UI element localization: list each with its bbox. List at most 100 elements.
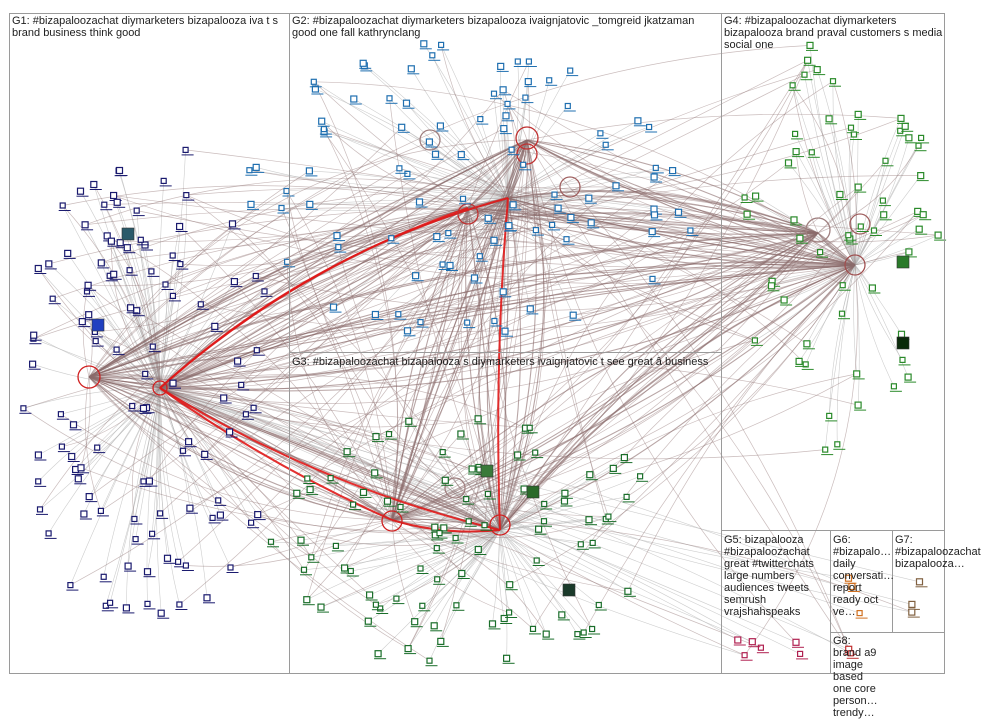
node: [434, 576, 441, 583]
node: [567, 67, 574, 74]
edge: [159, 387, 797, 643]
edge: [132, 197, 509, 407]
edge: [499, 232, 819, 531]
edge: [507, 176, 655, 199]
node: [185, 438, 193, 446]
node: [101, 201, 108, 208]
edge: [94, 139, 528, 333]
node: [126, 267, 133, 274]
node: [35, 478, 42, 485]
node: [182, 146, 189, 153]
node: [844, 574, 853, 582]
edge: [159, 387, 851, 654]
edge: [391, 433, 462, 521]
edge: [33, 245, 856, 340]
edge: [159, 139, 528, 389]
node: [388, 235, 395, 242]
node: [477, 115, 484, 123]
edge: [88, 139, 528, 378]
edge: [499, 264, 856, 531]
edge: [467, 207, 819, 235]
node: [226, 428, 234, 436]
edge: [303, 139, 528, 571]
edge: [854, 251, 909, 266]
edge: [33, 207, 819, 340]
node: [359, 59, 367, 67]
edge: [467, 118, 902, 209]
edge: [772, 264, 856, 282]
edge: [805, 264, 856, 365]
edge: [249, 169, 509, 199]
edge: [391, 264, 856, 521]
node: [420, 40, 428, 48]
edge: [499, 197, 509, 531]
edge: [467, 207, 856, 269]
node: [304, 475, 311, 482]
edge: [159, 387, 912, 613]
node: [163, 554, 172, 562]
node: [574, 630, 581, 638]
self-loop: [805, 217, 831, 243]
node: [829, 78, 837, 85]
edge: [159, 207, 469, 389]
edge: [159, 185, 617, 389]
edge: [88, 139, 528, 378]
edge: [854, 160, 886, 266]
node: [216, 511, 224, 519]
edge: [94, 331, 501, 531]
node: [116, 239, 124, 247]
edge: [88, 236, 437, 378]
node: [144, 600, 151, 608]
node: [564, 102, 571, 110]
node: [441, 476, 449, 484]
node: [792, 638, 800, 646]
node: [541, 500, 548, 508]
node: [343, 448, 351, 456]
node: [303, 596, 311, 604]
edge: [499, 60, 808, 531]
edge: [532, 264, 856, 630]
node: [100, 573, 107, 580]
node: [419, 602, 426, 609]
group-box-g7: [830, 632, 945, 674]
node: [234, 357, 242, 365]
edge: [399, 167, 469, 209]
node: [588, 625, 596, 633]
node: [796, 650, 804, 658]
edge: [507, 170, 673, 199]
node: [499, 288, 507, 296]
node: [899, 356, 906, 363]
edge: [467, 207, 507, 531]
node: [897, 114, 905, 123]
edge: [507, 191, 819, 234]
edge: [101, 226, 819, 264]
edge: [159, 281, 235, 389]
node: [436, 529, 443, 537]
edge: [159, 374, 526, 429]
node: [94, 444, 101, 451]
edge: [88, 299, 785, 404]
node: [436, 122, 444, 130]
edge: [499, 529, 599, 606]
edge: [391, 232, 819, 521]
node: [106, 599, 114, 606]
node: [481, 522, 488, 529]
node: [791, 130, 799, 137]
node: [402, 99, 411, 107]
node: [806, 41, 814, 50]
node: [85, 493, 93, 501]
node: [115, 166, 124, 175]
node: [209, 514, 216, 522]
edge: [39, 207, 469, 510]
edge: [103, 387, 161, 577]
self-loop: [489, 514, 511, 536]
edge: [67, 253, 161, 389]
node: [446, 261, 454, 270]
node: [439, 449, 446, 456]
edge: [499, 529, 584, 633]
node: [433, 544, 440, 552]
edge: [509, 264, 856, 586]
edge: [310, 197, 509, 558]
node: [97, 259, 105, 267]
node: [440, 524, 448, 532]
